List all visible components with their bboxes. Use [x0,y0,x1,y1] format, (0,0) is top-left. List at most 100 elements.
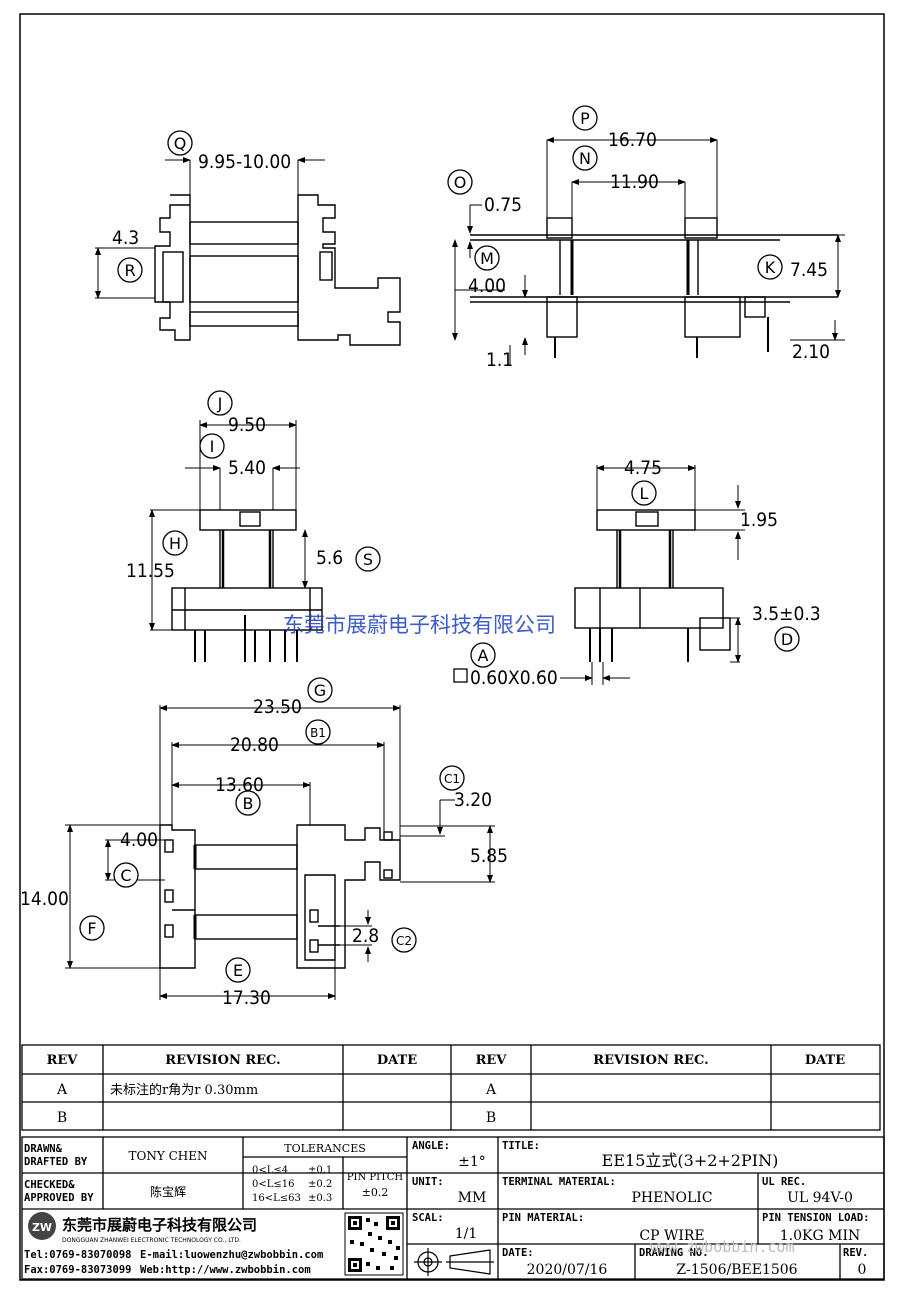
callout-b1 [305,719,331,745]
tension-value: 1.0KG MIN [780,1228,860,1244]
callout-p-label: P [580,109,590,128]
company-email: E-mail:luowenzhu@zwbobbin.com [140,1249,323,1261]
checked-value: 陈宝辉 [150,1184,186,1199]
tolerances-label: TOLERANCES [284,1142,366,1155]
dim-r-height: 4.3 [112,227,139,249]
title-value: EE15立式(3+2+2PIN) [602,1151,779,1170]
pin-pitch-value: ±0.2 [362,1186,389,1199]
dim-a: 0.60X0.60 [470,667,558,689]
callout-m [474,245,500,271]
callout-p [572,105,598,131]
dim-e: 17.30 [222,987,271,1009]
callout-s-label: S [363,550,373,569]
dim-q: 9.95-10.00 [198,151,291,173]
revision-table [21,1044,881,1131]
view-front-dims [149,420,308,631]
dim-l: 4.75 [624,457,662,479]
callout-i-label: I [210,437,215,456]
revrec-header-2: REVISION REC. [593,1053,708,1068]
callout-n [572,145,598,171]
date-header-2: DATE [805,1053,845,1068]
drawing-no-label: DRAWING NO. [639,1247,709,1259]
table-row-b-rev2: B [486,1110,496,1126]
drawn-label-2: DRAFTED BY [24,1156,88,1168]
watermark-url: www.zwbobbin.com [650,1238,795,1256]
callout-l [631,480,657,506]
dim-b1: 20.80 [230,734,279,756]
dim-f: 14.00 [20,888,69,910]
scale-value: 1/1 [455,1226,478,1242]
dim-c2: 2.8 [352,925,379,947]
callout-n-label: N [579,149,591,168]
dim-c: 4.00 [120,829,158,851]
view-end [574,509,731,662]
angle-value: ±1° [458,1154,486,1170]
scale-label: SCAL: [412,1212,444,1224]
callout-j [207,390,233,416]
callout-i [199,433,225,459]
table-row-a-note: 未标注的r角为r 0.30mm [110,1082,258,1098]
title-label: TITLE: [502,1140,540,1152]
date-value: 2020/07/16 [527,1262,608,1278]
dim-m: 4.00 [468,275,506,297]
projection-symbol-icon [414,1248,494,1276]
dim-h: 11.55 [126,560,175,582]
callout-h-label: H [169,534,181,553]
callout-c1-label: C1 [444,772,460,786]
company-web: Web:http://www.zwbobbin.com [140,1264,311,1276]
callout-c2-label: C2 [396,934,412,948]
table-row-a-rev2: A [485,1082,497,1098]
callout-e-label: E [233,961,243,980]
callout-a [470,642,496,668]
sheet-border [19,13,885,1281]
callout-h [162,530,188,556]
dim-c1b: 5.85 [470,845,508,867]
pin-material-value: CP WIRE [639,1228,704,1244]
dim-p: 16.70 [608,129,657,151]
terminal-value: PHENOLIC [631,1190,712,1206]
rev-header-1: REV [47,1053,79,1068]
tol-range-1: 0<L≤4 [252,1165,288,1176]
view-end-dims [560,465,745,685]
company-tel: Tel:0769-83070098 [24,1249,131,1261]
unit-value: MM [458,1190,487,1206]
tol-value-2: ±0.2 [308,1179,332,1190]
pin-material-label: PIN MATERIAL: [502,1212,584,1224]
callout-c-label: C [120,866,131,885]
callout-b [235,790,261,816]
view-front [171,509,323,662]
ul-value: UL 94V-0 [787,1190,853,1206]
callout-e [225,957,251,983]
company-name-en: DONGGUAN ZHANWEI ELECTRONIC TECHNOLOGY C… [62,1237,241,1244]
callouts [79,105,800,983]
date-header-1: DATE [377,1053,417,1068]
date-label: DATE: [502,1247,534,1259]
revision-table-header: REV REVISION REC. DATE REV REVISION REC.… [47,1053,846,1068]
company-logo-icon [28,1212,56,1240]
callout-c1 [439,765,465,791]
dim-s: 5.6 [316,547,343,569]
company-fax: Fax:0769-83073099 [24,1264,131,1276]
tol-range-3: 16<L≤63 [252,1193,301,1204]
square-pin-symbol [453,668,468,683]
callout-g [307,677,333,703]
callout-a-label: A [478,646,489,665]
title-block-labels: DRAWN& DRAFTED BY CHECKED& APPROVED BY A… [24,1140,869,1259]
table-row-b-rev: B [57,1110,67,1126]
callout-k [757,254,783,280]
qr-code [344,1212,404,1276]
unit-label: UNIT: [412,1176,444,1188]
ul-label: UL REC. [762,1176,806,1188]
dim-j: 9.50 [228,414,266,436]
callout-d [774,626,800,652]
callout-q [167,130,193,156]
dim-d: 3.5±0.3 [752,603,821,625]
callout-l-label: L [640,484,649,503]
dim-k: 7.45 [790,259,828,281]
tension-label: PIN TENSION LOAD: [762,1212,869,1224]
dim-b: 13.60 [215,774,264,796]
company-name-cn: 东莞市展蔚电子科技有限公司 [62,1216,257,1234]
dim-o: 0.75 [484,194,522,216]
pin-pitch-label: PIN PITCH [347,1172,404,1183]
